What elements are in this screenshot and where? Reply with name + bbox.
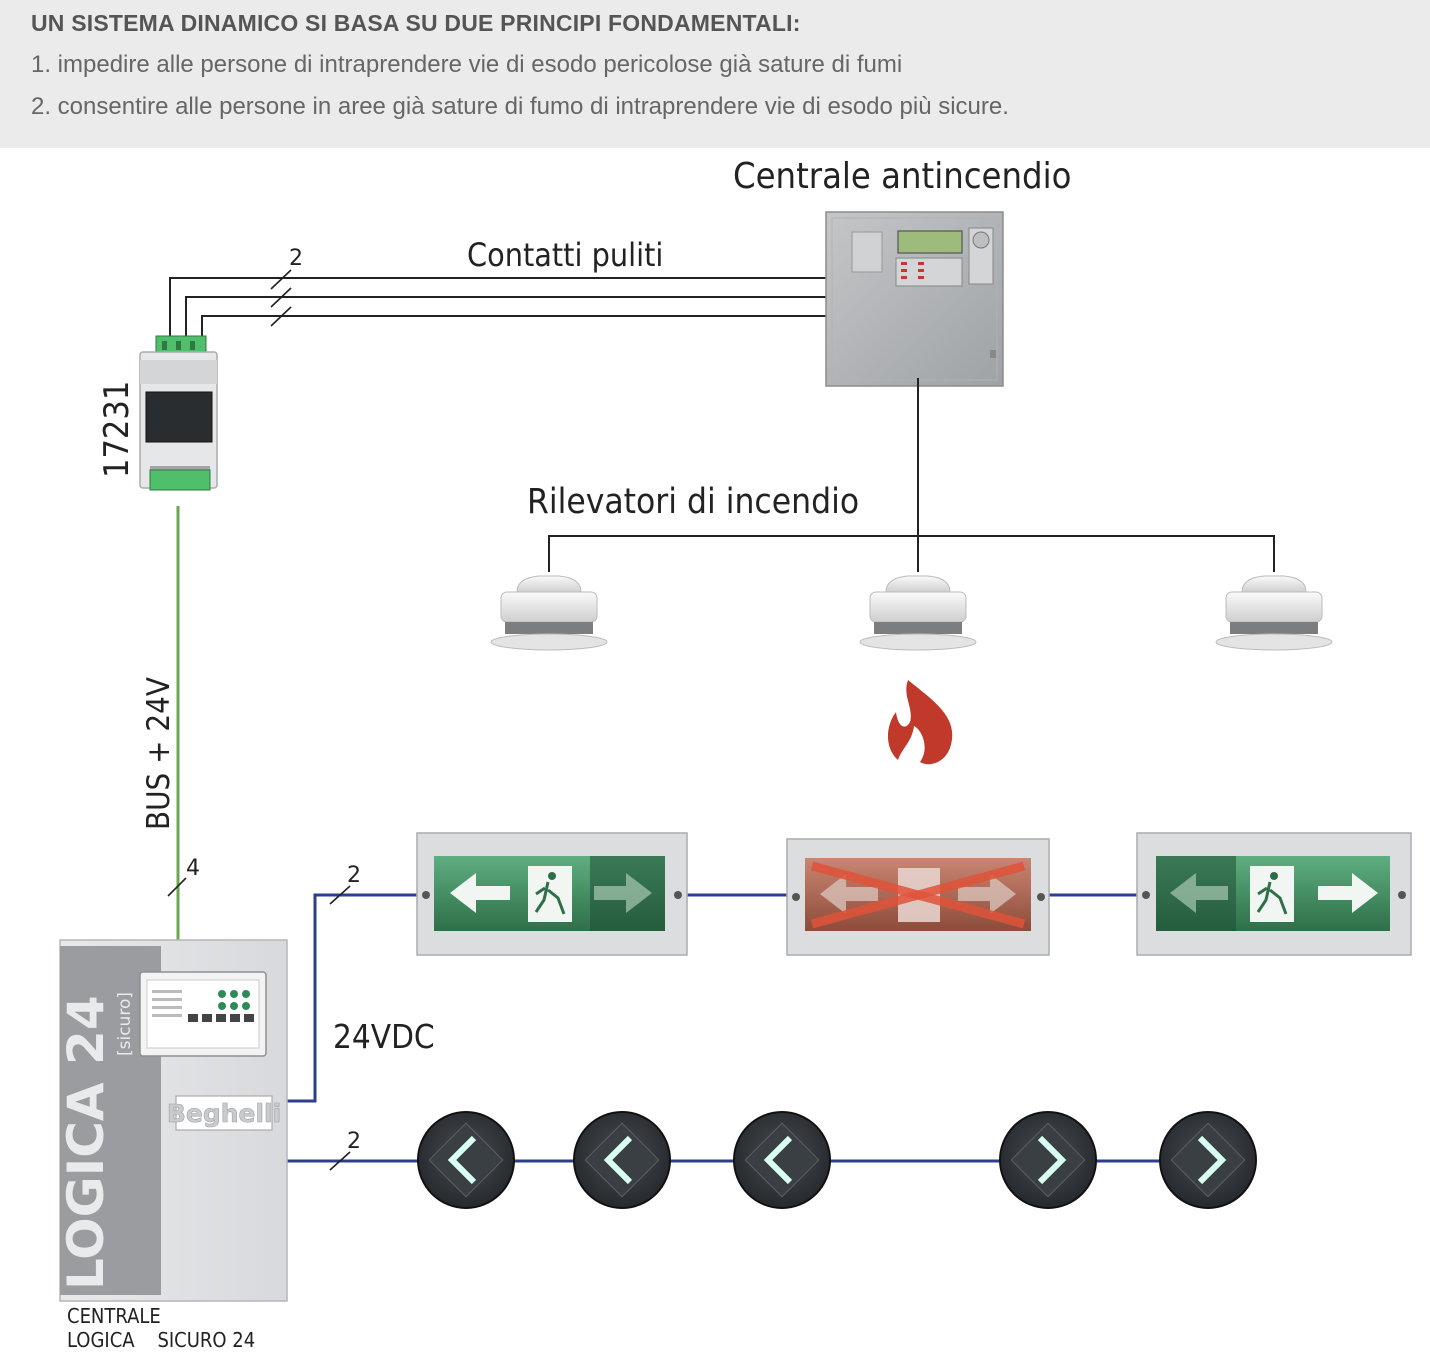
arrow-left-icon bbox=[1170, 873, 1228, 913]
arrow-right-icon bbox=[958, 874, 1016, 914]
central-caption-line2: LOGICA SICURO 24 bbox=[67, 1328, 255, 1352]
exit-sign-left bbox=[416, 832, 688, 956]
arrow-left-icon bbox=[820, 874, 878, 914]
floor-marker-4 bbox=[999, 1111, 1097, 1209]
floor-marker-2 bbox=[573, 1111, 671, 1209]
clean-contacts-wire-count: 2 bbox=[289, 246, 303, 271]
smoke-detector-center bbox=[859, 575, 977, 651]
fire-panel-label: Centrale antincendio bbox=[733, 156, 1071, 197]
central-logica-sicuro-24: LOGICA 24 [sicuro] Beghelli bbox=[57, 939, 288, 1302]
arrow-right-icon bbox=[594, 873, 652, 913]
chevron-left-icon bbox=[603, 1135, 633, 1185]
module-code-label: 17231 bbox=[97, 381, 137, 478]
exit-sign-right bbox=[1136, 832, 1412, 956]
detectors-label: Rilevatori di incendio bbox=[527, 482, 859, 522]
central-sub-brand: [sicuro] bbox=[115, 992, 135, 1056]
signs-wire-count: 2 bbox=[347, 863, 361, 888]
arrow-right-icon bbox=[1318, 873, 1378, 913]
markers-wire-tick bbox=[329, 1151, 351, 1171]
detector-wiring bbox=[548, 378, 1275, 572]
bus-wire-count: 4 bbox=[186, 856, 200, 881]
chevron-left-icon bbox=[447, 1135, 477, 1185]
signs-wire-tick bbox=[329, 885, 351, 905]
principle-2: 2. consentire alle persone in aree già s… bbox=[31, 93, 1009, 120]
header-banner: UN SISTEMA DINAMICO SI BASA SU DUE PRINC… bbox=[0, 0, 1430, 148]
supply-label: 24VDC bbox=[333, 1017, 435, 1056]
running-man-icon bbox=[548, 872, 556, 880]
input-module-17231 bbox=[139, 335, 218, 491]
central-caption-line1: CENTRALE bbox=[67, 1304, 161, 1328]
principle-1: 1. impedire alle persone di intraprender… bbox=[31, 51, 903, 78]
header-title: UN SISTEMA DINAMICO SI BASA SU DUE PRINC… bbox=[31, 10, 801, 36]
bus-wire-tick bbox=[167, 877, 187, 897]
central-brand-logo: Beghelli bbox=[167, 1099, 281, 1128]
clean-contacts-label: Contatti puliti bbox=[467, 236, 663, 274]
signs-wiring bbox=[287, 893, 1146, 1103]
markers-wire-count: 2 bbox=[347, 1129, 361, 1154]
panel-display bbox=[897, 230, 963, 254]
panel-keypad-icon bbox=[972, 231, 990, 249]
running-man-icon bbox=[1270, 872, 1278, 880]
floor-marker-1 bbox=[417, 1111, 515, 1209]
exit-sign-center-blocked bbox=[786, 838, 1050, 956]
fire-alarm-panel bbox=[825, 211, 1004, 387]
chevron-right-icon bbox=[1197, 1135, 1227, 1185]
floor-marker-5 bbox=[1159, 1111, 1257, 1209]
smoke-detector-left bbox=[490, 575, 608, 651]
clean-contacts-wires bbox=[169, 269, 826, 345]
chevron-left-icon bbox=[763, 1135, 793, 1185]
floor-marker-3 bbox=[733, 1111, 831, 1209]
bus-label: BUS + 24V bbox=[141, 677, 177, 830]
smoke-detector-right bbox=[1215, 575, 1333, 651]
flame-icon bbox=[887, 680, 953, 765]
chevron-right-icon bbox=[1037, 1135, 1067, 1185]
arrow-left-icon bbox=[450, 873, 510, 913]
central-product-name: LOGICA 24 bbox=[57, 995, 115, 1290]
